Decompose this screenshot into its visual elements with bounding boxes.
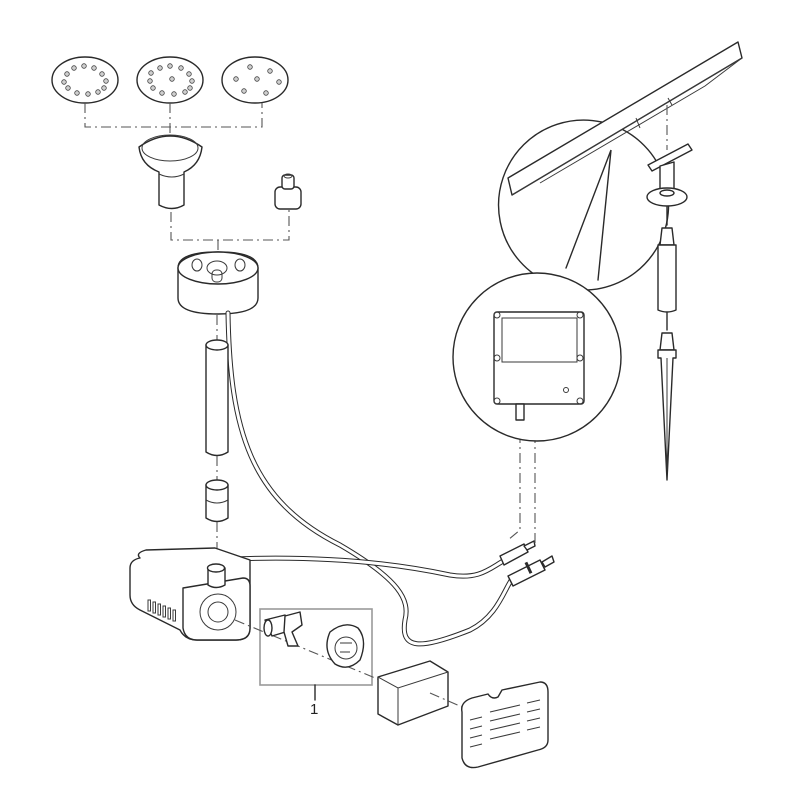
callout-label-1: 1 <box>310 701 319 718</box>
foam-filter <box>377 660 449 726</box>
nozzle-disc-ring <box>51 56 119 104</box>
filter-cage <box>461 681 549 769</box>
small-jet-nozzle <box>274 173 302 210</box>
impeller-cover <box>326 624 365 668</box>
nozzle-adapter-base <box>177 251 259 315</box>
impeller <box>263 611 303 647</box>
plug-connectors <box>499 540 555 587</box>
control-box-detail <box>452 119 670 442</box>
pump-housing <box>129 547 251 641</box>
solar-panel <box>507 41 743 196</box>
nozzle-disc-ring-center <box>136 56 204 104</box>
panel-mount-bracket <box>646 143 693 207</box>
nozzle-disc-7-holes <box>221 56 289 104</box>
tube-connector <box>205 479 229 523</box>
ground-spike <box>657 332 677 481</box>
impeller-set-frame <box>259 608 373 686</box>
extension-tube <box>205 339 229 457</box>
mounting-pole <box>657 227 677 313</box>
bell-nozzle <box>138 134 203 210</box>
